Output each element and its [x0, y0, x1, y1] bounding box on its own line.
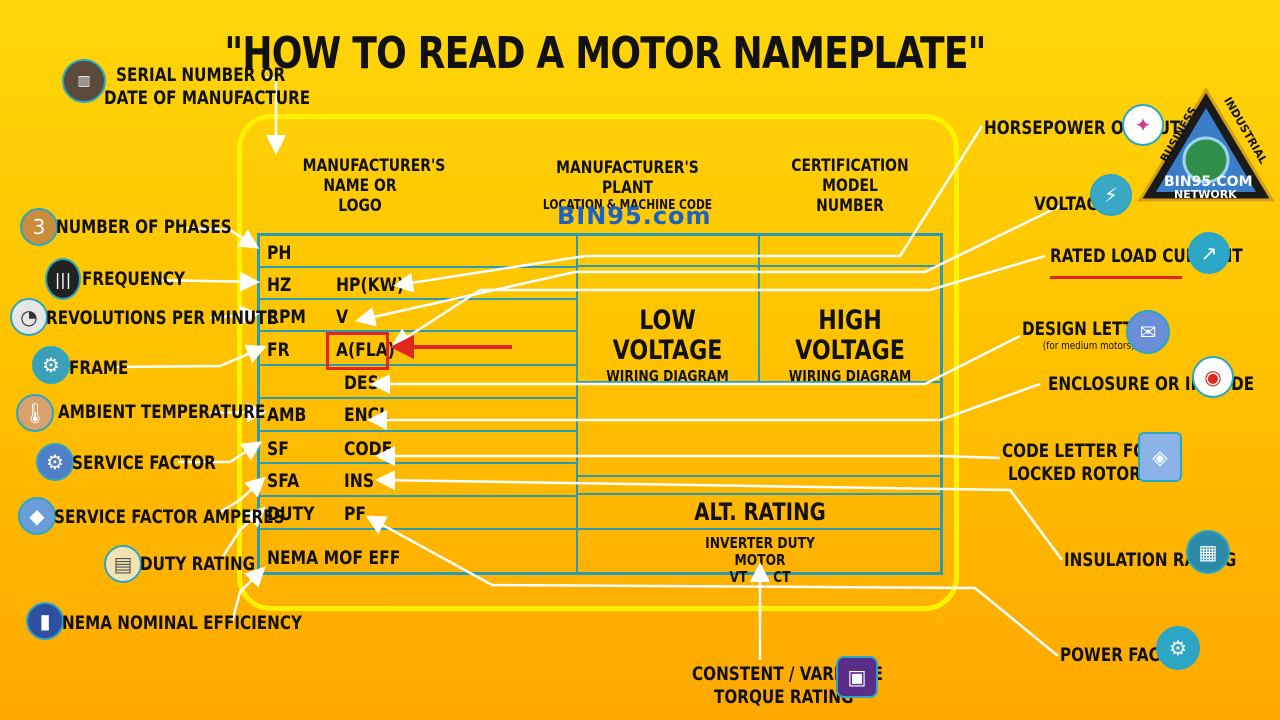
table-divider-col1 — [576, 233, 578, 575]
label-frequency: FREQUENCY — [82, 268, 186, 290]
right-row-line — [577, 493, 943, 495]
row-line — [257, 495, 577, 497]
table-border-top — [257, 233, 943, 236]
fla-highlight-box — [326, 332, 389, 370]
row-line — [257, 430, 577, 432]
row-line — [257, 266, 577, 268]
label-serial-line2: DATE OF MANUFACTURE — [104, 87, 311, 109]
current-icon: ↗ — [1188, 232, 1230, 274]
cell-hz: HZ — [267, 274, 292, 296]
label-torque-line2: TORQUE RATING — [714, 686, 854, 708]
cell-amb: AMB — [267, 404, 307, 426]
header-plant-line1: MANUFACTURER'S PLANT — [556, 158, 699, 198]
high-voltage-sub: WIRING DIAGRAM — [788, 367, 912, 385]
row-line — [257, 397, 577, 399]
cell-code: CODE — [344, 438, 393, 460]
label-code-letter-line1: CODE LETTER FOR — [1002, 440, 1158, 462]
code-letter-icon: ◈ — [1138, 432, 1182, 482]
cell-fr: FR — [267, 339, 290, 361]
cell-sfa: SFA — [267, 470, 300, 492]
label-sf-amperes: SERVICE FACTOR AMPERES — [54, 506, 285, 528]
row-line — [257, 528, 943, 530]
label-nema-eff: NEMA NOMINAL EFFICIENCY — [62, 612, 303, 634]
table-divider-col2 — [758, 233, 760, 381]
inverter-line1: INVERTER DUTY MOTOR — [705, 534, 815, 569]
voltage-icon: ⚡ — [1090, 174, 1132, 216]
rated-current-underline — [1050, 276, 1182, 279]
right-row-line — [577, 265, 943, 267]
label-service-factor: SERVICE FACTOR — [72, 452, 216, 474]
row-line — [257, 462, 577, 464]
cell-encl: ENCL — [344, 404, 390, 426]
label-serial-line1: SERIAL NUMBER OR — [116, 64, 286, 86]
phases-icon: 3 — [20, 208, 58, 246]
logo-network: NETWORK — [1174, 188, 1237, 201]
cell-sf: SF — [267, 438, 289, 460]
inverter-line2: VT CT — [729, 568, 791, 586]
frequency-icon: ||| — [45, 258, 81, 300]
table-border-right — [940, 233, 943, 575]
brand-watermark: BIN95.com — [557, 202, 712, 230]
cell-nema-mof-eff: NEMA MOF EFF — [267, 547, 401, 569]
torque-icon: ▣ — [836, 656, 878, 698]
cell-hp-kw: HP(KW) — [336, 274, 404, 296]
amperes-icon: ◆ — [18, 497, 56, 535]
label-code-letter-line2: LOCKED ROTOR kVA — [1008, 463, 1179, 485]
duty-icon: ▤ — [104, 545, 142, 583]
alt-rating-cell: ALT. RATING — [694, 498, 826, 526]
inverter-duty-cell: INVERTER DUTY MOTOR VT CT — [678, 535, 842, 586]
header-cert-line1: CERTIFICATION MODEL — [791, 156, 909, 196]
thermometer-icon: 🌡 — [16, 394, 54, 432]
label-rpm: REVOLUTIONS PER MINUTE — [46, 307, 278, 329]
high-voltage-label: HIGH VOLTAGE — [795, 305, 905, 366]
label-frame: FRAME — [69, 357, 129, 379]
row-line — [257, 364, 577, 366]
label-torque-line1: CONSTENT / VARIABLE — [692, 663, 883, 685]
header-manufacturer-line1: MANUFACTURER'S — [302, 156, 446, 176]
cell-rpm: RPM — [267, 306, 306, 328]
label-phases: NUMBER OF PHASES — [56, 216, 232, 238]
service-factor-icon: ⚙ — [36, 443, 74, 481]
logo-brand: BIN95.COM — [1164, 174, 1253, 190]
insulation-icon: ▦ — [1186, 530, 1230, 574]
low-voltage-label: LOW VOLTAGE — [612, 305, 723, 366]
cell-des: DES — [344, 372, 379, 394]
horsepower-icon: ✦ — [1122, 104, 1164, 146]
design-letter-icon: ✉ — [1126, 310, 1170, 354]
label-design-letter-text: DESIGN LETTER — [1022, 318, 1156, 340]
row-line — [257, 330, 577, 332]
cell-v: V — [336, 306, 349, 328]
header-manufacturer-line2: NAME OR LOGO — [323, 176, 397, 216]
low-voltage-cell: LOW VOLTAGE WIRING DIAGRAM — [600, 306, 735, 386]
header-certification: CERTIFICATION MODEL NUMBER — [780, 156, 919, 216]
efficiency-icon: ▮ — [26, 602, 64, 640]
high-voltage-cell: HIGH VOLTAGE WIRING DIAGRAM — [780, 306, 919, 386]
label-design-letter-sub: (for medium motors) — [1042, 339, 1135, 352]
cell-pf: PF — [344, 503, 367, 525]
cell-ins: INS — [344, 470, 375, 492]
page-title: "HOW TO READ A MOTOR NAMEPLATE" — [224, 28, 986, 79]
label-ambient: AMBIENT TEMPERATURE — [58, 401, 266, 423]
gauge-icon: ◔ — [10, 298, 48, 336]
header-manufacturer: MANUFACTURER'S NAME OR LOGO — [303, 156, 446, 216]
low-voltage-sub: WIRING DIAGRAM — [606, 367, 729, 385]
label-design-letter: DESIGN LETTER (for medium motors) — [1022, 318, 1155, 352]
row-line — [257, 298, 577, 300]
right-row-line — [577, 475, 943, 477]
label-duty: DUTY RATING — [140, 553, 256, 575]
enclosure-icon: ◉ — [1192, 356, 1234, 398]
cell-ph: PH — [267, 242, 292, 264]
frame-icon: ⚙ — [32, 346, 70, 384]
barcode-icon: ▥ — [62, 59, 106, 103]
header-cert-line2: NUMBER — [816, 196, 884, 216]
bin95-logo: BUSINESS INDUSTRIAL BIN95.COM NETWORK — [1136, 87, 1276, 208]
cell-duty: DUTY — [267, 503, 315, 525]
power-factor-icon: ⚙ — [1156, 626, 1200, 670]
